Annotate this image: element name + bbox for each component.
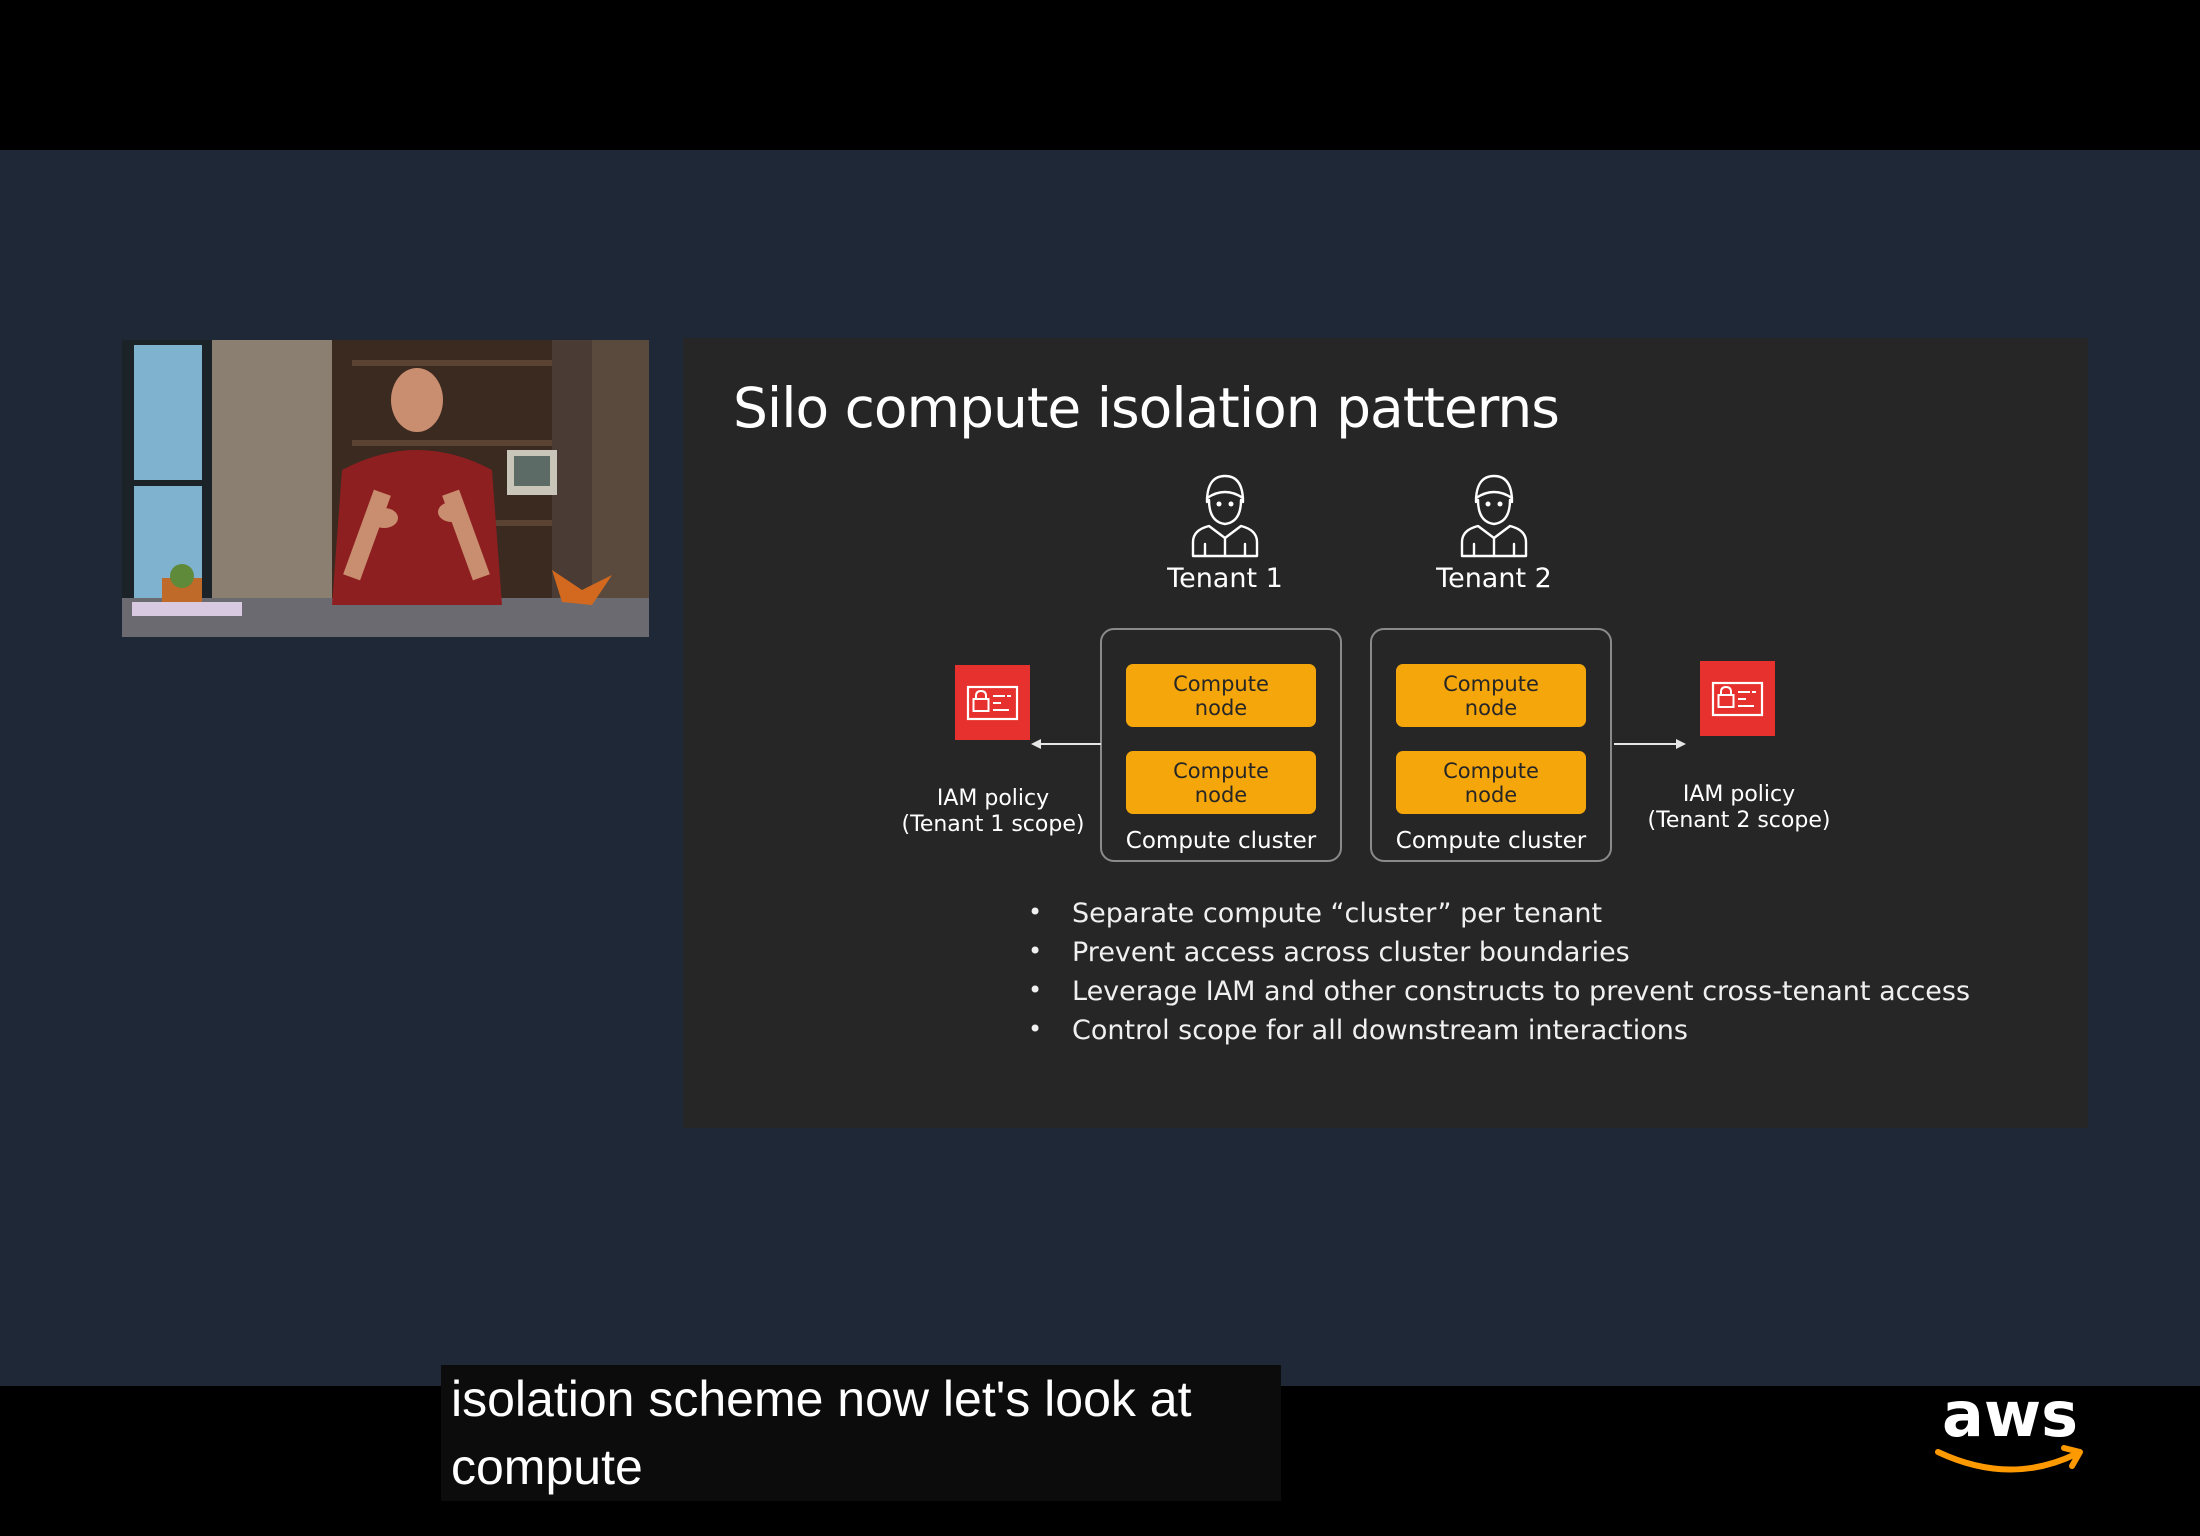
aws-logo: aws xyxy=(1930,1378,2090,1478)
svg-text:aws: aws xyxy=(1942,1378,2078,1451)
tenant-user-icon xyxy=(1191,474,1259,558)
tenant-user-icon xyxy=(1460,474,1528,558)
presenter-video xyxy=(122,340,649,637)
caption-line: compute xyxy=(451,1439,643,1495)
arrow-connector xyxy=(1614,739,1686,749)
iam-policy-icon xyxy=(1700,661,1775,736)
slide-title: Silo compute isolation patterns xyxy=(733,376,1560,440)
tenant-1-label: Tenant 1 xyxy=(1167,563,1283,594)
compute-node: Compute node xyxy=(1396,664,1586,727)
iam-policy-icon xyxy=(955,665,1030,740)
slide: Silo compute isolation patterns Tenant 1 xyxy=(683,338,2088,1128)
bullet-list: Separate compute “cluster” per tenant Pr… xyxy=(1028,898,1970,1054)
bullet-item: Control scope for all downstream interac… xyxy=(1028,1015,1970,1054)
bullet-item: Prevent access across cluster boundaries xyxy=(1028,937,1970,976)
tenant-2-label: Tenant 2 xyxy=(1436,563,1552,594)
presentation-stage: Silo compute isolation patterns Tenant 1 xyxy=(0,150,2200,1473)
iam-policy-label: IAM policy (Tenant 1 scope) xyxy=(901,786,1085,837)
iam-policy-label: IAM policy (Tenant 2 scope) xyxy=(1647,782,1831,833)
closed-caption: isolation scheme now let's look at compu… xyxy=(441,1365,1281,1501)
bullet-item: Separate compute “cluster” per tenant xyxy=(1028,898,1970,937)
compute-node: Compute node xyxy=(1126,664,1316,727)
compute-cluster: Compute node Compute node Compute cluste… xyxy=(1100,628,1342,862)
caption-line: isolation scheme now let's look at xyxy=(451,1371,1192,1427)
compute-node: Compute node xyxy=(1126,751,1316,814)
compute-cluster: Compute node Compute node Compute cluste… xyxy=(1370,628,1612,862)
compute-node: Compute node xyxy=(1396,751,1586,814)
compute-cluster-label: Compute cluster xyxy=(1125,828,1317,854)
compute-cluster-label: Compute cluster xyxy=(1395,828,1587,854)
arrow-connector xyxy=(1031,739,1101,749)
bullet-item: Leverage IAM and other constructs to pre… xyxy=(1028,976,1970,1015)
